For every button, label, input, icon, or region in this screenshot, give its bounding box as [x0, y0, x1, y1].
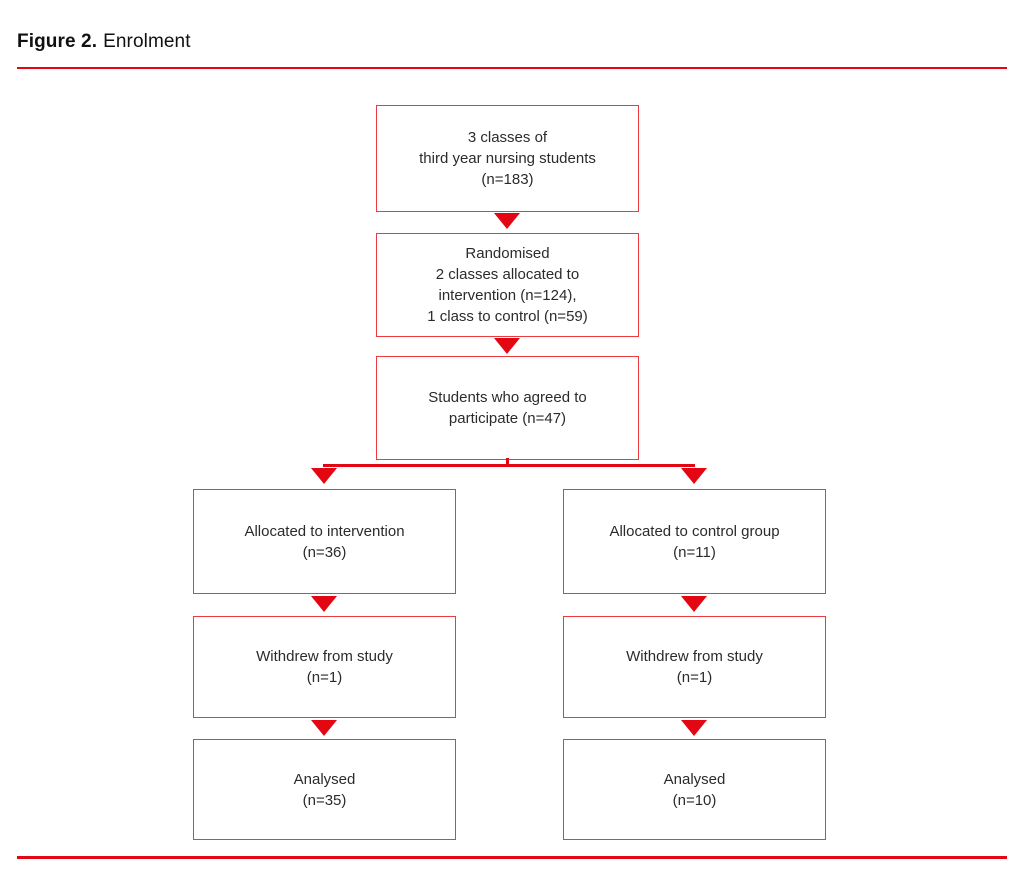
branch-stub-line: [506, 458, 509, 466]
arrow-down-icon: [311, 720, 337, 736]
node-agreed: Students who agreed to participate (n=47…: [376, 356, 639, 460]
node-randomised: Randomised 2 classes allocated to interv…: [376, 233, 639, 337]
arrow-down-icon: [494, 338, 520, 354]
node-analysed-control: Analysed (n=10): [563, 739, 826, 840]
arrow-down-icon: [494, 213, 520, 229]
branch-horizontal-line: [323, 464, 695, 467]
node-withdrew-intervention: Withdrew from study (n=1): [193, 616, 456, 718]
bottom-divider: [17, 856, 1007, 859]
node-enrolled: 3 classes of third year nursing students…: [376, 105, 639, 212]
arrow-down-icon: [311, 596, 337, 612]
arrow-down-icon: [681, 596, 707, 612]
figure-title: Enrolment: [103, 31, 191, 52]
figure-label: Figure 2.: [17, 31, 98, 52]
arrow-down-icon: [311, 468, 337, 484]
node-withdrew-control: Withdrew from study (n=1): [563, 616, 826, 718]
node-allocated-intervention: Allocated to intervention (n=36): [193, 489, 456, 594]
top-divider: [17, 67, 1007, 69]
arrow-down-icon: [681, 468, 707, 484]
arrow-down-icon: [681, 720, 707, 736]
figure-caption: Figure 2.Enrolment: [17, 31, 191, 53]
node-analysed-intervention: Analysed (n=35): [193, 739, 456, 840]
node-allocated-control: Allocated to control group (n=11): [563, 489, 826, 594]
